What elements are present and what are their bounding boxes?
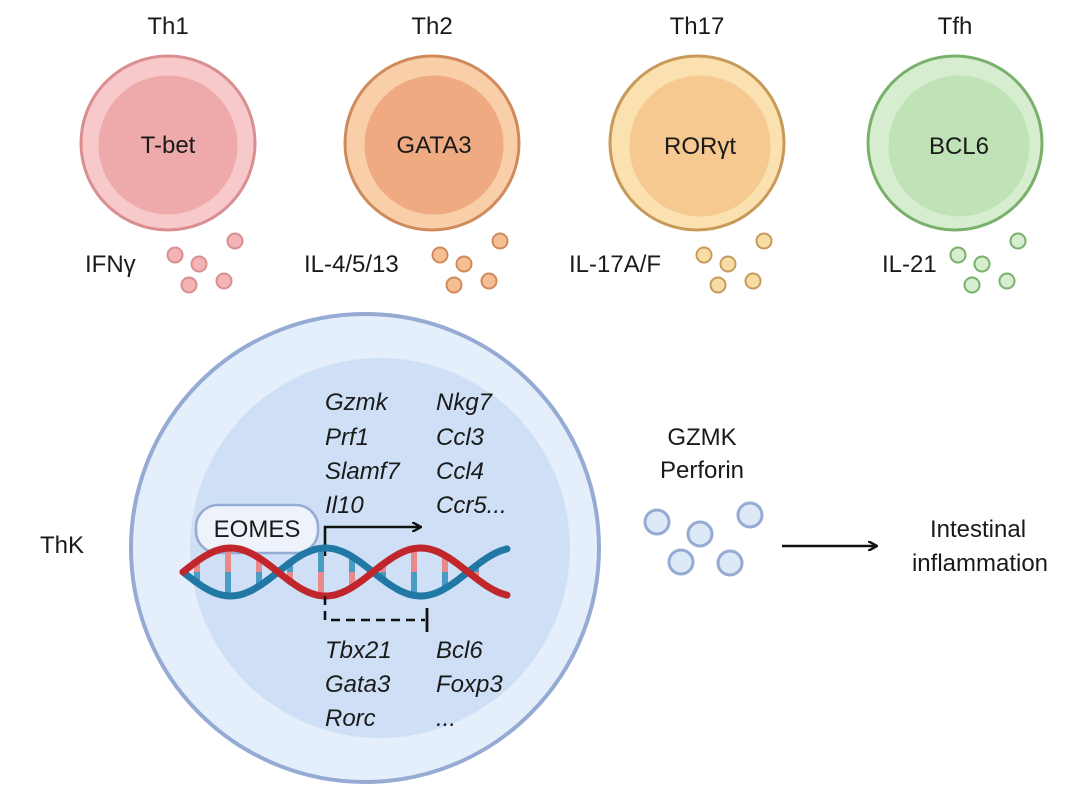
eomes-transcription-factor: EOMES bbox=[194, 503, 320, 555]
cytokine-granule bbox=[998, 272, 1016, 290]
cytokine-granule bbox=[431, 246, 449, 264]
th1-cytokine-label: IFNγ bbox=[85, 251, 136, 278]
th17-title: Th17 bbox=[670, 13, 725, 40]
effector-granule bbox=[643, 508, 671, 536]
cytokine-granule bbox=[166, 246, 184, 264]
th2-cytokine-granules bbox=[431, 232, 509, 294]
th17-cytokine-label: IL-17A/F bbox=[569, 251, 661, 278]
gene-label: Bcl6 bbox=[436, 637, 483, 664]
gene-label: Nkg7 bbox=[436, 389, 494, 416]
cytokine-granule bbox=[215, 272, 233, 290]
cytokine-granule bbox=[755, 232, 773, 250]
eomes-label: EOMES bbox=[214, 516, 301, 543]
gene-label: Slamf7 bbox=[325, 458, 401, 485]
tfh-transcription-factor: BCL6 bbox=[929, 133, 989, 160]
gene-label: Gzmk bbox=[325, 389, 390, 416]
effector-granule bbox=[686, 520, 714, 548]
th2-cell-group: Th2 GATA3 IL-4/5/13 bbox=[304, 13, 521, 294]
tfh-cytokine-label: IL-21 bbox=[882, 251, 937, 278]
cytokine-granule bbox=[1009, 232, 1027, 250]
upregulated-genes: Gzmk Prf1 Slamf7 Il10 Nkg7 Ccl3 Ccl4 Ccr… bbox=[325, 389, 507, 519]
gene-label: Il10 bbox=[325, 492, 364, 519]
gene-label: Foxp3 bbox=[436, 671, 503, 698]
tfh-cell-group: Tfh BCL6 IL-21 bbox=[866, 13, 1044, 294]
thk-cell: Gzmk Prf1 Slamf7 Il10 Nkg7 Ccl3 Ccl4 Ccr… bbox=[129, 312, 601, 784]
repressed-genes: Tbx21 Gata3 Rorc Bcl6 Foxp3 ... bbox=[325, 637, 503, 732]
cytokine-granule bbox=[744, 272, 762, 290]
th2-title: Th2 bbox=[411, 13, 452, 40]
tfh-title: Tfh bbox=[938, 13, 973, 40]
gene-label: Ccl3 bbox=[436, 424, 485, 451]
cytokine-granule bbox=[226, 232, 244, 250]
th2-cytokine-label: IL-4/5/13 bbox=[304, 251, 399, 278]
gene-label: Ccl4 bbox=[436, 458, 484, 485]
dna-strand-blue bbox=[179, 544, 511, 600]
thk-label: ThK bbox=[40, 532, 84, 559]
cytokine-granule bbox=[445, 276, 463, 294]
cytokine-granule bbox=[491, 232, 509, 250]
tfh-cytokine-granules bbox=[949, 232, 1027, 294]
dna-helix-icon bbox=[179, 544, 511, 600]
tfh-cell-nucleus bbox=[887, 74, 1031, 218]
repression-line-icon bbox=[323, 596, 425, 622]
gene-label: Prf1 bbox=[325, 424, 369, 451]
cytokine-granule bbox=[949, 246, 967, 264]
effector-granules bbox=[643, 501, 764, 577]
cytokine-granule bbox=[455, 255, 473, 273]
gzmk-label: GZMK bbox=[667, 424, 736, 451]
cytokine-granule bbox=[695, 246, 713, 264]
th2-cell-nucleus bbox=[363, 74, 505, 216]
outcome-line-1: Intestinal bbox=[930, 516, 1026, 543]
cytokine-granule bbox=[180, 276, 198, 294]
cytokine-granule bbox=[973, 255, 991, 273]
th1-cell-group: Th1 T-bet IFNγ bbox=[79, 13, 257, 294]
dna-strand-red bbox=[179, 544, 511, 600]
effector-granule bbox=[716, 549, 744, 577]
gene-label: Tbx21 bbox=[325, 637, 392, 664]
cytokine-granule bbox=[190, 255, 208, 273]
thk-cell-nucleus bbox=[190, 358, 570, 738]
cytokine-granule bbox=[719, 255, 737, 273]
th17-cell-nucleus bbox=[628, 74, 772, 218]
th1-transcription-factor: T-bet bbox=[141, 132, 196, 159]
effector-granule bbox=[667, 548, 695, 576]
th1-title: Th1 bbox=[147, 13, 188, 40]
gene-label: ... bbox=[436, 705, 456, 732]
th17-cytokine-granules bbox=[695, 232, 773, 294]
cytokine-granule bbox=[480, 272, 498, 290]
cytokine-granule bbox=[709, 276, 727, 294]
outcome-line-2: inflammation bbox=[912, 550, 1048, 577]
cytokine-granule bbox=[963, 276, 981, 294]
gene-label: Rorc bbox=[325, 705, 376, 732]
th1-cell-nucleus bbox=[97, 74, 239, 216]
gene-label: Gata3 bbox=[325, 671, 391, 698]
perforin-label: Perforin bbox=[660, 457, 744, 484]
effector-granule bbox=[736, 501, 764, 529]
th1-cytokine-granules bbox=[166, 232, 244, 294]
th17-transcription-factor: RORγt bbox=[664, 133, 736, 160]
effector-output: GZMK Perforin bbox=[643, 424, 764, 577]
th2-transcription-factor: GATA3 bbox=[396, 132, 471, 159]
outcome: Intestinal inflammation bbox=[912, 516, 1048, 577]
th17-cell-group: Th17 RORγt IL-17A/F bbox=[569, 13, 786, 294]
gene-label: Ccr5... bbox=[436, 492, 507, 519]
